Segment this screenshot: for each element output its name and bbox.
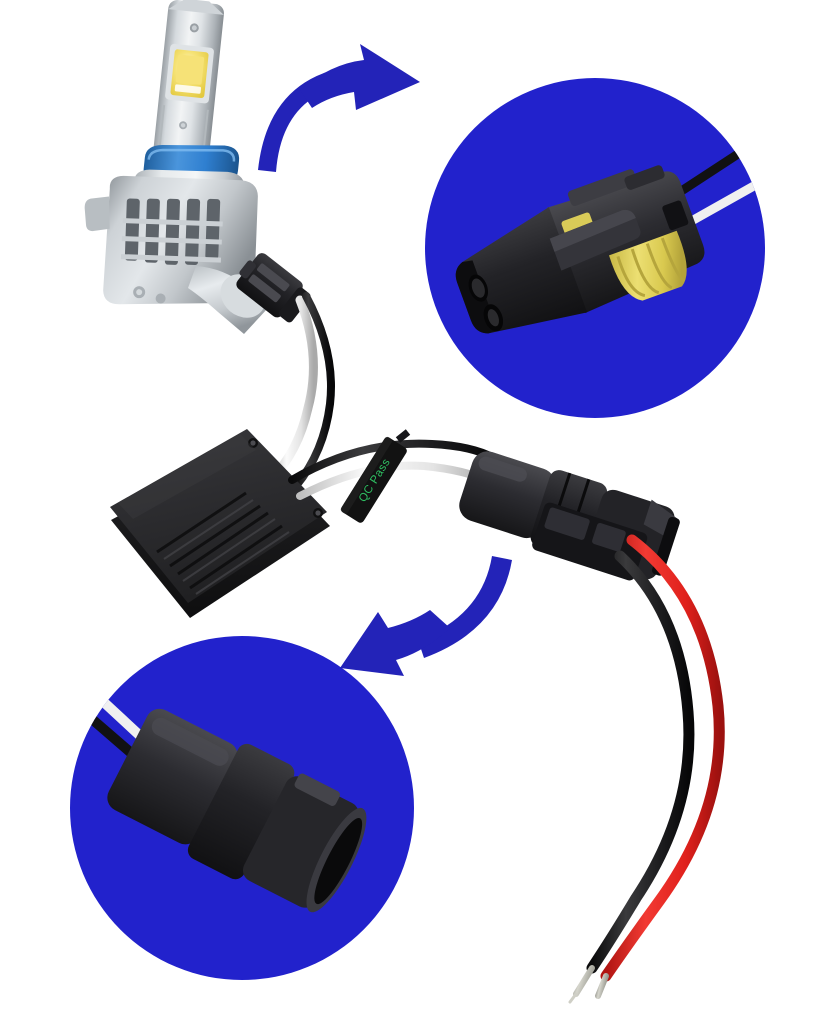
callout-plug-connector: [70, 636, 414, 980]
led-chip: [175, 54, 205, 85]
connector-highlight: [478, 456, 527, 482]
top-rib: [567, 169, 637, 206]
plug-collar: [187, 743, 295, 880]
copper-strand-black: [573, 965, 595, 997]
callout-socket-connector: [425, 78, 765, 418]
plug-highlight: [151, 717, 229, 766]
wire-black: [288, 439, 498, 484]
wire-red: [600, 534, 725, 982]
plug-front-barrel: [242, 776, 359, 908]
arrow-down-left: [340, 556, 512, 676]
yellow-seal: [609, 230, 687, 301]
copper-strand-red: [595, 973, 609, 999]
vent-slots: [120, 198, 223, 266]
screw-boss-2: [155, 293, 166, 304]
connector-left-barrel: [459, 451, 555, 539]
led-bulb: [84, 0, 311, 334]
arrow-up-right: [258, 44, 420, 172]
plug-mouth-inner: [314, 817, 363, 905]
wire-white: [267, 295, 318, 483]
cooling-fins: [156, 491, 290, 595]
socket-connector-photo: [455, 116, 765, 334]
driver-top-face: [110, 429, 327, 603]
mated-connector-pair: [459, 451, 680, 581]
driver-ballast-box: [110, 429, 330, 618]
plug-key-notch: [294, 773, 341, 806]
wire-black: [292, 292, 335, 490]
power-wires: [568, 534, 725, 1004]
bulb-harness-wires: [267, 292, 335, 490]
wire-black: [586, 550, 695, 974]
qc-tag-strap: [395, 429, 411, 443]
mount-ear-left: [84, 196, 110, 232]
qc-tag-background: [341, 437, 407, 523]
